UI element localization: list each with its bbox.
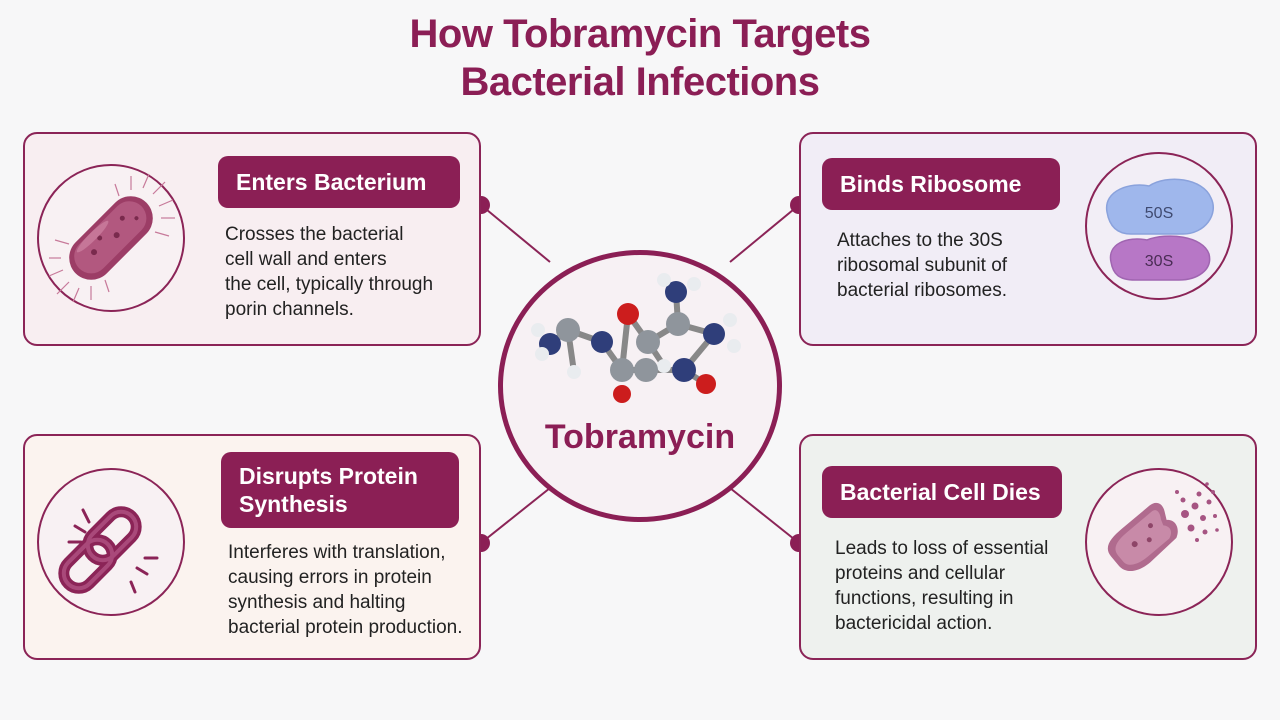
desc-line: Interferes with translation, [228, 542, 446, 563]
center-circle [498, 250, 782, 522]
desc-line: bacterial protein production. [228, 617, 463, 638]
desc-line: causing errors in protein [228, 567, 432, 588]
ribosome-icon: 50S 30S [1106, 178, 1214, 281]
title-line-1: How Tobramycin Targets [409, 12, 871, 56]
heading-line: Synthesis [239, 491, 348, 517]
desc-line: porin channels. [225, 299, 354, 320]
desc-line: cell wall and enters [225, 249, 387, 270]
page-title: How Tobramycin Targets Bacterial Infecti… [0, 10, 1280, 106]
title-line-2: Bacterial Infections [460, 60, 820, 104]
desc-line: proteins and cellular [835, 563, 1006, 584]
card-description-binds: Attaches to the 30S ribosomal subunit of… [837, 228, 1007, 303]
card-disrupts-protein-synthesis: Disrupts Protein Synthesis Interferes wi… [23, 434, 481, 660]
heading-line: Disrupts Protein [239, 463, 418, 489]
ribosome-50s-label: 50S [1145, 205, 1173, 222]
broken-chain-icon-circle [37, 468, 185, 616]
bacterium-icon [48, 173, 175, 303]
molecule-icon [531, 273, 741, 403]
card-description-dies: Leads to loss of essential proteins and … [835, 536, 1048, 636]
desc-line: Leads to loss of essential [835, 538, 1049, 559]
desc-line: bactericidal action. [835, 613, 993, 634]
desc-line: functions, resulting in [835, 588, 1014, 609]
card-heading-binds: Binds Ribosome [822, 158, 1060, 210]
disintegrating-bacterium-icon-circle [1085, 468, 1233, 616]
desc-line: Crosses the bacterial [225, 224, 404, 245]
card-heading-dies: Bacterial Cell Dies [822, 466, 1062, 518]
desc-line: bacterial ribosomes. [837, 280, 1008, 301]
disintegrating-bacterium-icon [1107, 482, 1219, 571]
broken-chain-icon [58, 506, 159, 594]
desc-line: Attaches to the 30S [837, 230, 1003, 251]
bacterium-icon-circle [37, 164, 185, 312]
ribosome-30s-label: 30S [1145, 253, 1173, 270]
card-heading-disrupts: Disrupts Protein Synthesis [221, 452, 459, 528]
card-description-disrupts: Interferes with translation, causing err… [228, 540, 462, 640]
card-bacterial-cell-dies: Bacterial Cell Dies Leads to loss of ess… [799, 434, 1257, 660]
card-binds-ribosome: Binds Ribosome Attaches to the 30S ribos… [799, 132, 1257, 346]
card-heading-enters: Enters Bacterium [218, 156, 460, 208]
card-description-enters: Crosses the bacterial cell wall and ente… [225, 222, 433, 322]
desc-line: the cell, typically through [225, 274, 434, 295]
ribosome-icon-circle: 50S 30S [1085, 152, 1233, 300]
desc-line: ribosomal subunit of [837, 255, 1008, 276]
center-label: Tobramycin [544, 418, 736, 456]
card-enters-bacterium: Enters Bacterium Crosses the bacterial c… [23, 132, 481, 346]
desc-line: synthesis and halting [228, 592, 406, 613]
